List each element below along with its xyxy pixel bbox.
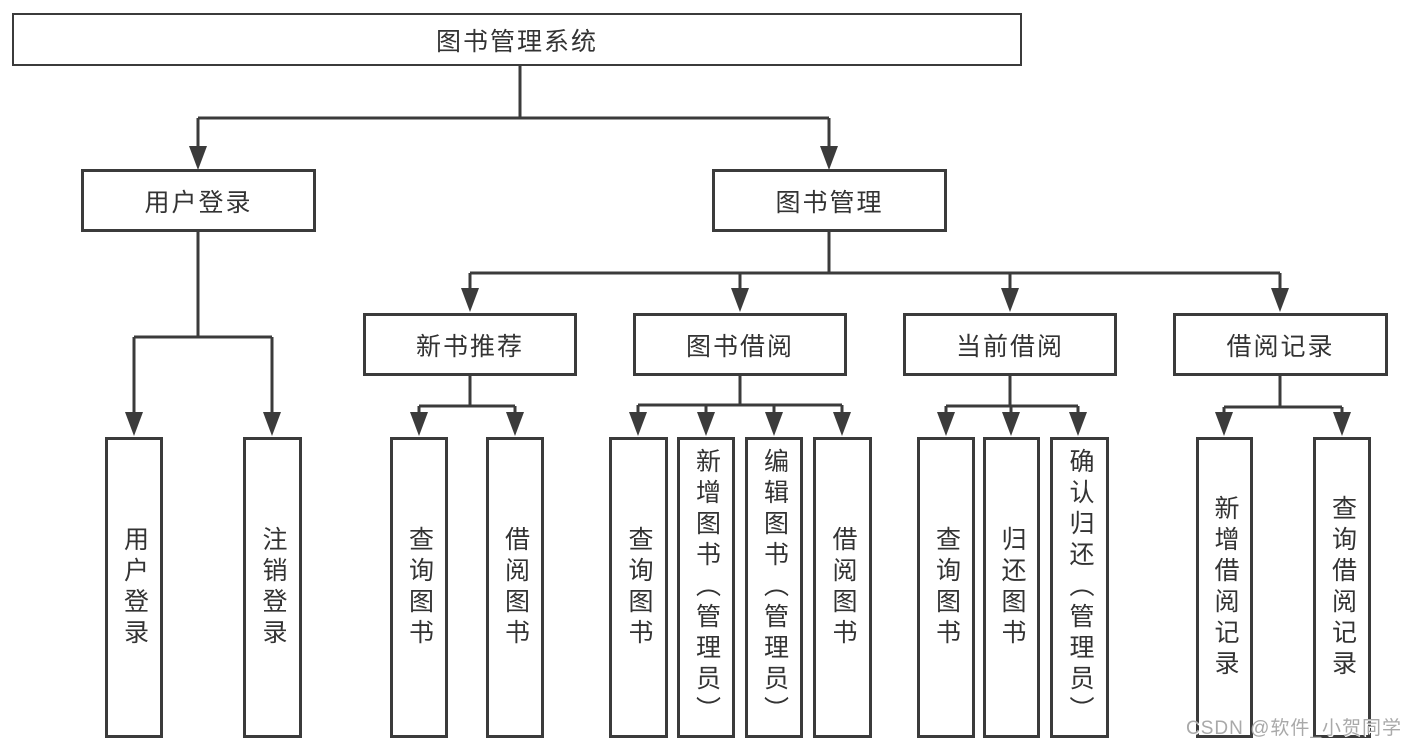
node-user-login-label: 用户登录 — [144, 188, 253, 217]
leaf-current-confirm-return-admin-label: 确认归还（管理员） — [1066, 448, 1094, 727]
node-book-borrow-label: 图书借阅 — [685, 332, 794, 361]
connector-record-to-leaves — [1215, 376, 1351, 436]
leaf-current-confirm-return-admin: 确认归还（管理员） — [1050, 437, 1109, 738]
node-borrow-record: 借阅记录 — [1173, 313, 1388, 376]
leaf-recommend-borrow-book: 借阅图书 — [486, 437, 544, 738]
leaf-recommend-query-book-label: 查询图书 — [405, 525, 434, 650]
leaf-record-query-record: 查询借阅记录 — [1313, 437, 1371, 738]
leaf-current-query-book: 查询图书 — [917, 437, 975, 738]
node-current-borrow: 当前借阅 — [903, 313, 1117, 376]
node-borrow-record-label: 借阅记录 — [1226, 332, 1335, 361]
leaf-record-query-record-label: 查询借阅记录 — [1328, 494, 1357, 681]
leaf-current-return-book: 归还图书 — [983, 437, 1040, 738]
leaf-borrow-add-book-admin-label: 新增图书（管理员） — [692, 448, 721, 727]
watermark: CSDN @软件_小贺同学 — [1186, 718, 1402, 739]
leaf-logout: 注销登录 — [243, 437, 302, 738]
leaf-borrow-add-book-admin: 新增图书（管理员） — [677, 437, 735, 738]
leaf-current-query-book-label: 查询图书 — [932, 525, 961, 650]
leaf-recommend-borrow-book-label: 借阅图书 — [501, 525, 530, 650]
connector-current-to-leaves — [937, 376, 1087, 436]
leaf-logout-label: 注销登录 — [259, 525, 287, 650]
node-user-login: 用户登录 — [81, 169, 316, 232]
leaf-borrow-borrow-book-label: 借阅图书 — [829, 525, 857, 650]
node-root-label: 图书管理系统 — [435, 27, 598, 56]
node-new-book-recommend: 新书推荐 — [363, 313, 577, 376]
node-root: 图书管理系统 — [12, 13, 1022, 66]
connector-book-management-to-level3 — [461, 232, 1289, 312]
leaf-borrow-query-book-label: 查询图书 — [625, 525, 653, 650]
leaf-borrow-borrow-book: 借阅图书 — [813, 437, 872, 738]
connector-borrow-to-leaves — [629, 376, 851, 436]
connector-user-login-to-leaves — [125, 232, 281, 436]
connector-recommend-to-leaves — [410, 376, 524, 436]
node-new-book-recommend-label: 新书推荐 — [415, 332, 524, 361]
leaf-borrow-query-book: 查询图书 — [609, 437, 668, 738]
node-book-management-label: 图书管理 — [775, 188, 884, 217]
leaf-record-add-record-label: 新增借阅记录 — [1211, 494, 1239, 681]
leaf-borrow-edit-book-admin-label: 编辑图书（管理员） — [760, 448, 789, 727]
node-book-borrow: 图书借阅 — [633, 313, 847, 376]
leaf-current-return-book-label: 归还图书 — [998, 525, 1026, 650]
connector-root-to-level2 — [189, 66, 838, 170]
node-current-borrow-label: 当前借阅 — [955, 332, 1064, 361]
leaf-borrow-edit-book-admin: 编辑图书（管理员） — [745, 437, 803, 738]
node-book-management: 图书管理 — [712, 169, 947, 232]
leaf-record-add-record: 新增借阅记录 — [1196, 437, 1253, 738]
leaf-user-login: 用户登录 — [105, 437, 163, 738]
leaf-recommend-query-book: 查询图书 — [390, 437, 448, 738]
leaf-user-login-label: 用户登录 — [120, 525, 149, 650]
